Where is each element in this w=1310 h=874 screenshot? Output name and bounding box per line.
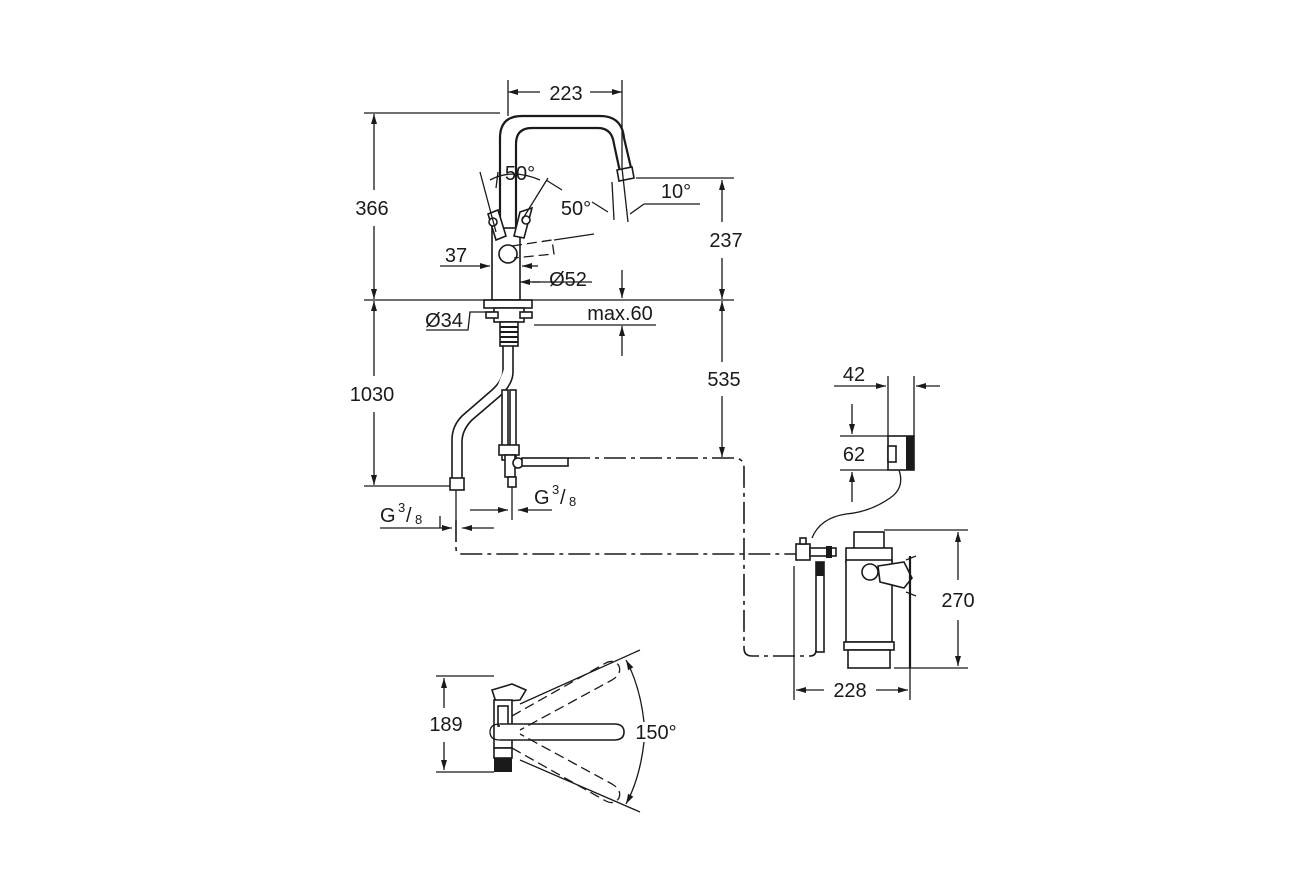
svg-text:8: 8 <box>415 512 422 527</box>
dimension-lines <box>364 80 968 813</box>
dim-lever-offset: 37 <box>445 245 467 267</box>
sensor-cable <box>811 469 902 539</box>
dim-hose-length-total: 1030 <box>350 384 395 406</box>
dim-filter-height: 270 <box>941 590 974 612</box>
svg-text:8: 8 <box>569 494 576 509</box>
svg-text:3: 3 <box>552 482 559 497</box>
dim-thread-left: G 3 / 8 <box>380 500 422 527</box>
dim-filter-width: 228 <box>833 680 866 702</box>
dim-hole-diameter: Ø34 <box>425 310 463 332</box>
hose-routing-lines <box>455 457 817 657</box>
dim-overall-height: 366 <box>355 198 388 220</box>
svg-text:G: G <box>380 505 396 527</box>
dim-hose-length-connector: 535 <box>707 369 740 391</box>
dim-lever-angle-2: 50° <box>561 198 591 220</box>
dim-max-thickness: max.60 <box>587 303 653 325</box>
dim-swivel-angle: 150° <box>635 722 676 744</box>
dim-spout-reach: 223 <box>549 83 582 105</box>
dim-base-diameter: Ø52 <box>549 269 587 291</box>
svg-text:G: G <box>534 487 550 509</box>
sensor-box <box>887 435 915 471</box>
svg-text:3: 3 <box>398 500 405 515</box>
dim-thread-right: G 3 / 8 <box>534 482 576 509</box>
dim-lever-angle-1: 50° <box>505 163 535 185</box>
faucet-top-view <box>489 660 625 804</box>
dim-spout-angle: 10° <box>661 181 691 203</box>
svg-text:/: / <box>560 487 566 509</box>
svg-text:/: / <box>406 505 412 527</box>
filter-unit <box>795 531 917 669</box>
dim-outlet-height: 237 <box>709 230 742 252</box>
dim-box-width: 42 <box>843 364 865 386</box>
dim-top-view-height: 189 <box>429 714 462 736</box>
dim-box-height: 62 <box>843 444 865 466</box>
